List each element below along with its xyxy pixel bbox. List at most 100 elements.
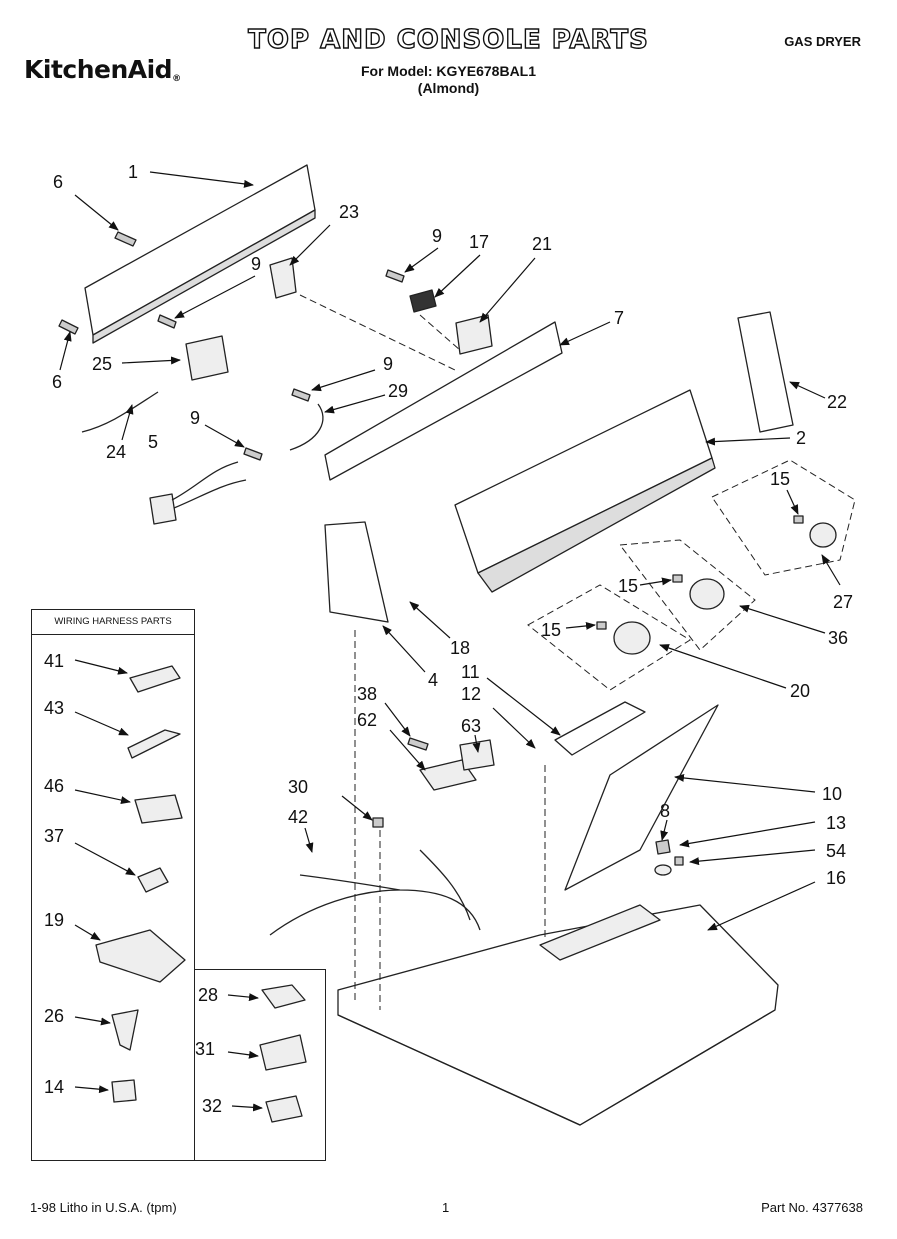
callout-42: 42 xyxy=(288,807,308,827)
part-22-end-cap xyxy=(737,311,794,433)
callout-21: 21 xyxy=(532,234,552,254)
callout-9c: 9 xyxy=(383,354,393,374)
leader-46 xyxy=(74,789,131,804)
leader-22 xyxy=(789,381,826,399)
brand-logo: KitchenAid® xyxy=(24,55,181,84)
footer-part-number: Part No. 4377638 xyxy=(761,1200,863,1215)
part-25-timer xyxy=(185,335,229,381)
model-line: For Model: KGYE678BAL1 xyxy=(360,63,537,79)
part-41-connector xyxy=(129,665,181,693)
callout-11: 11 xyxy=(461,662,480,682)
leader-41 xyxy=(74,659,128,675)
part-13-screw xyxy=(655,839,671,855)
leader-12 xyxy=(492,707,536,749)
leader-1 xyxy=(149,171,254,188)
callout-10: 10 xyxy=(822,784,842,804)
part-28-connector xyxy=(261,984,306,1009)
callout-4: 4 xyxy=(428,670,438,690)
leader-15a xyxy=(786,489,799,515)
leader-21 xyxy=(479,257,536,323)
part-31-connector xyxy=(259,1034,307,1071)
callout-15c: 15 xyxy=(541,620,561,640)
callout-63: 63 xyxy=(461,716,481,736)
knob-outline-20 xyxy=(527,584,691,691)
callout-9b: 9 xyxy=(251,254,261,274)
part-27-knob xyxy=(809,522,837,548)
part-15-clip-a xyxy=(793,515,804,524)
leader-62 xyxy=(389,729,426,771)
callout-14: 14 xyxy=(44,1077,64,1097)
leader-23 xyxy=(289,224,331,266)
knob-outline-27 xyxy=(711,459,856,576)
leader-19 xyxy=(74,924,101,941)
leader-38 xyxy=(384,702,411,737)
part-1-rear-bracket xyxy=(84,164,316,336)
footer-page-number: 1 xyxy=(442,1200,450,1215)
leader-28 xyxy=(227,993,259,1002)
callout-43: 43 xyxy=(44,698,64,718)
assembly-line-1 xyxy=(299,294,456,371)
part-38-screw xyxy=(407,737,429,751)
part-63-bracket xyxy=(459,739,495,771)
part-5-harness xyxy=(149,493,177,525)
leader-15b xyxy=(639,577,672,586)
leader-11 xyxy=(486,677,561,736)
callout-18: 18 xyxy=(450,638,470,658)
wiring-harness-title: WIRING HARNESS PARTS xyxy=(31,609,195,635)
callout-38: 38 xyxy=(357,684,377,704)
leader-20 xyxy=(659,644,787,689)
callout-28: 28 xyxy=(198,985,218,1005)
leader-36 xyxy=(739,604,826,634)
part-14-connector xyxy=(111,1079,137,1103)
part-43-terminal xyxy=(127,729,181,759)
callout-5: 5 xyxy=(148,432,158,452)
part-36-knob xyxy=(689,578,725,610)
callout-8: 8 xyxy=(660,801,670,821)
part-9-screw-d xyxy=(243,447,263,461)
callout-25: 25 xyxy=(92,354,112,374)
part-7-console-bracket xyxy=(324,321,563,481)
leader-54 xyxy=(689,849,816,866)
leader-29 xyxy=(324,394,386,414)
leader-24 xyxy=(121,404,134,441)
brand-name: KitchenAid xyxy=(24,55,173,84)
callout-27: 27 xyxy=(833,592,853,612)
leader-14 xyxy=(74,1085,109,1094)
callout-29: 29 xyxy=(388,381,408,401)
callout-46: 46 xyxy=(44,776,64,796)
callout-1: 1 xyxy=(128,162,138,182)
leader-9b xyxy=(174,275,256,319)
leader-63 xyxy=(472,734,481,753)
part-26-clip xyxy=(111,1009,139,1051)
leader-25 xyxy=(121,356,181,365)
leader-9c xyxy=(311,369,376,392)
part-20-knob xyxy=(613,621,651,655)
part-10-lint-housing xyxy=(564,704,719,891)
page-title: TOP AND CONSOLE PARTS xyxy=(247,24,649,55)
callout-22: 22 xyxy=(827,392,847,412)
callout-54: 54 xyxy=(826,841,846,861)
part-54-screw xyxy=(674,856,684,866)
product-type: GAS DRYER xyxy=(784,34,861,49)
part-9-screw-c xyxy=(291,388,311,402)
part-11-lint-filter xyxy=(554,701,646,756)
leader-43 xyxy=(74,711,129,736)
callout-16: 16 xyxy=(826,868,846,888)
wiring-harness-box xyxy=(31,609,195,1161)
part-6-screw-bottom xyxy=(58,319,79,335)
callout-36: 36 xyxy=(828,628,848,648)
leader-37 xyxy=(74,842,136,876)
part-4-end-cap xyxy=(324,521,389,623)
part-23-component xyxy=(269,257,297,299)
leader-10 xyxy=(674,773,816,793)
callout-20: 20 xyxy=(790,681,810,701)
part-9-screw-a xyxy=(385,269,405,283)
part-6-screw-top xyxy=(114,231,137,247)
leader-27 xyxy=(821,554,841,586)
leader-17 xyxy=(434,254,481,298)
part-30-clip xyxy=(372,817,384,828)
callout-9a: 9 xyxy=(432,226,442,246)
callout-31: 31 xyxy=(195,1039,215,1059)
leader-8 xyxy=(660,819,669,841)
leader-4 xyxy=(382,625,426,673)
